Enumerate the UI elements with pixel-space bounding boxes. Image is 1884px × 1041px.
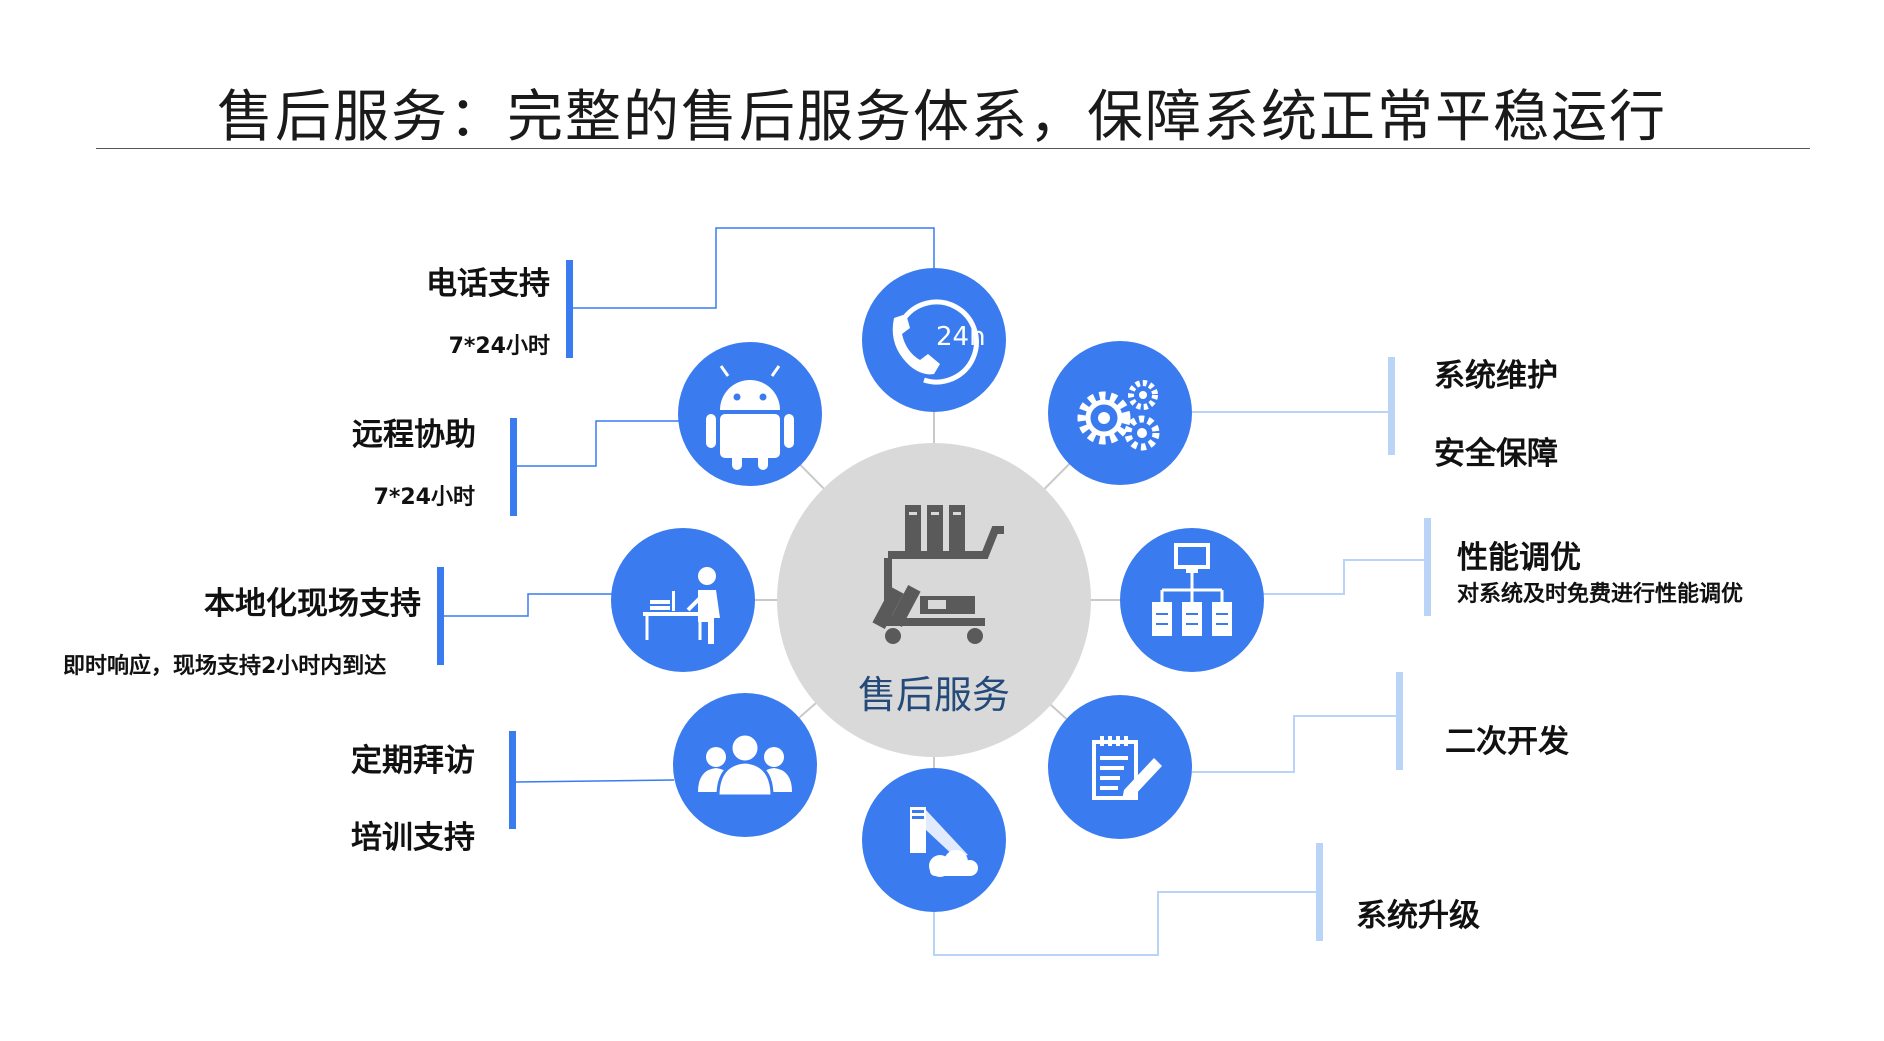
- title-divider: [96, 148, 1810, 149]
- connector-tuning: [1262, 559, 1424, 595]
- node-phone: 24h: [862, 268, 1006, 412]
- server-network-icon: [1152, 543, 1232, 636]
- connector-remote: [516, 420, 680, 467]
- cloud-upload-icon: [910, 807, 978, 877]
- label-onsite-title: 本地化现场支持: [204, 586, 421, 622]
- label-remote-subtitle: 7*24小时: [373, 485, 475, 510]
- connector-visit: [515, 779, 675, 783]
- label-remote-title: 远程协助: [352, 417, 476, 453]
- bar-tuning: [1424, 518, 1431, 616]
- node-tuning: [1120, 528, 1264, 672]
- bar-visit: [509, 731, 516, 829]
- svg-text:24h: 24h: [936, 322, 986, 352]
- node-remote: [678, 342, 822, 486]
- node-dev: [1048, 695, 1192, 839]
- page-title: 售后服务：完整的售后服务体系，保障系统正常平稳运行: [217, 85, 1667, 150]
- bar-upgrade: [1316, 843, 1323, 941]
- bar-onsite: [437, 567, 444, 665]
- label-security-title: 安全保障: [1434, 436, 1558, 472]
- label-tuning-title: 性能调优: [1457, 540, 1581, 576]
- node-visit: [673, 693, 817, 837]
- label-maintenance-title: 系统维护: [1434, 358, 1558, 394]
- gears-icon: [1077, 380, 1160, 451]
- label-visit-title: 定期拜访: [351, 743, 475, 779]
- cart-with-binders-icon: [872, 505, 1004, 644]
- person-at-desk-icon: [643, 567, 720, 644]
- node-maintenance: [1048, 341, 1192, 485]
- label-phone-title: 电话支持: [426, 266, 550, 302]
- center-label: 售后服务: [857, 673, 1010, 717]
- connector-dev: [1192, 715, 1396, 773]
- node-upgrade: [862, 768, 1006, 912]
- bar-phone: [566, 260, 573, 358]
- phone-24h-icon: 24h: [892, 299, 986, 385]
- label-dev-title: 二次开发: [1445, 724, 1569, 760]
- android-icon: [706, 365, 794, 470]
- label-onsite-subtitle: 即时响应，现场支持2小时内到达: [63, 654, 387, 679]
- bar-maintenance: [1388, 357, 1395, 455]
- label-training-title: 培训支持: [351, 820, 475, 856]
- connector-onsite: [444, 593, 612, 617]
- document-edit-icon: [1092, 736, 1162, 800]
- user-group-icon: [698, 732, 792, 798]
- bar-remote: [510, 418, 517, 516]
- bar-dev: [1396, 672, 1403, 770]
- node-onsite: [611, 528, 755, 672]
- connector-phone: [572, 227, 935, 309]
- label-upgrade-title: 系统升级: [1356, 898, 1480, 934]
- label-tuning-subtitle: 对系统及时免费进行性能调优: [1457, 582, 1744, 607]
- label-phone-subtitle: 7*24小时: [448, 334, 550, 359]
- connector-upgrade: [933, 891, 1316, 956]
